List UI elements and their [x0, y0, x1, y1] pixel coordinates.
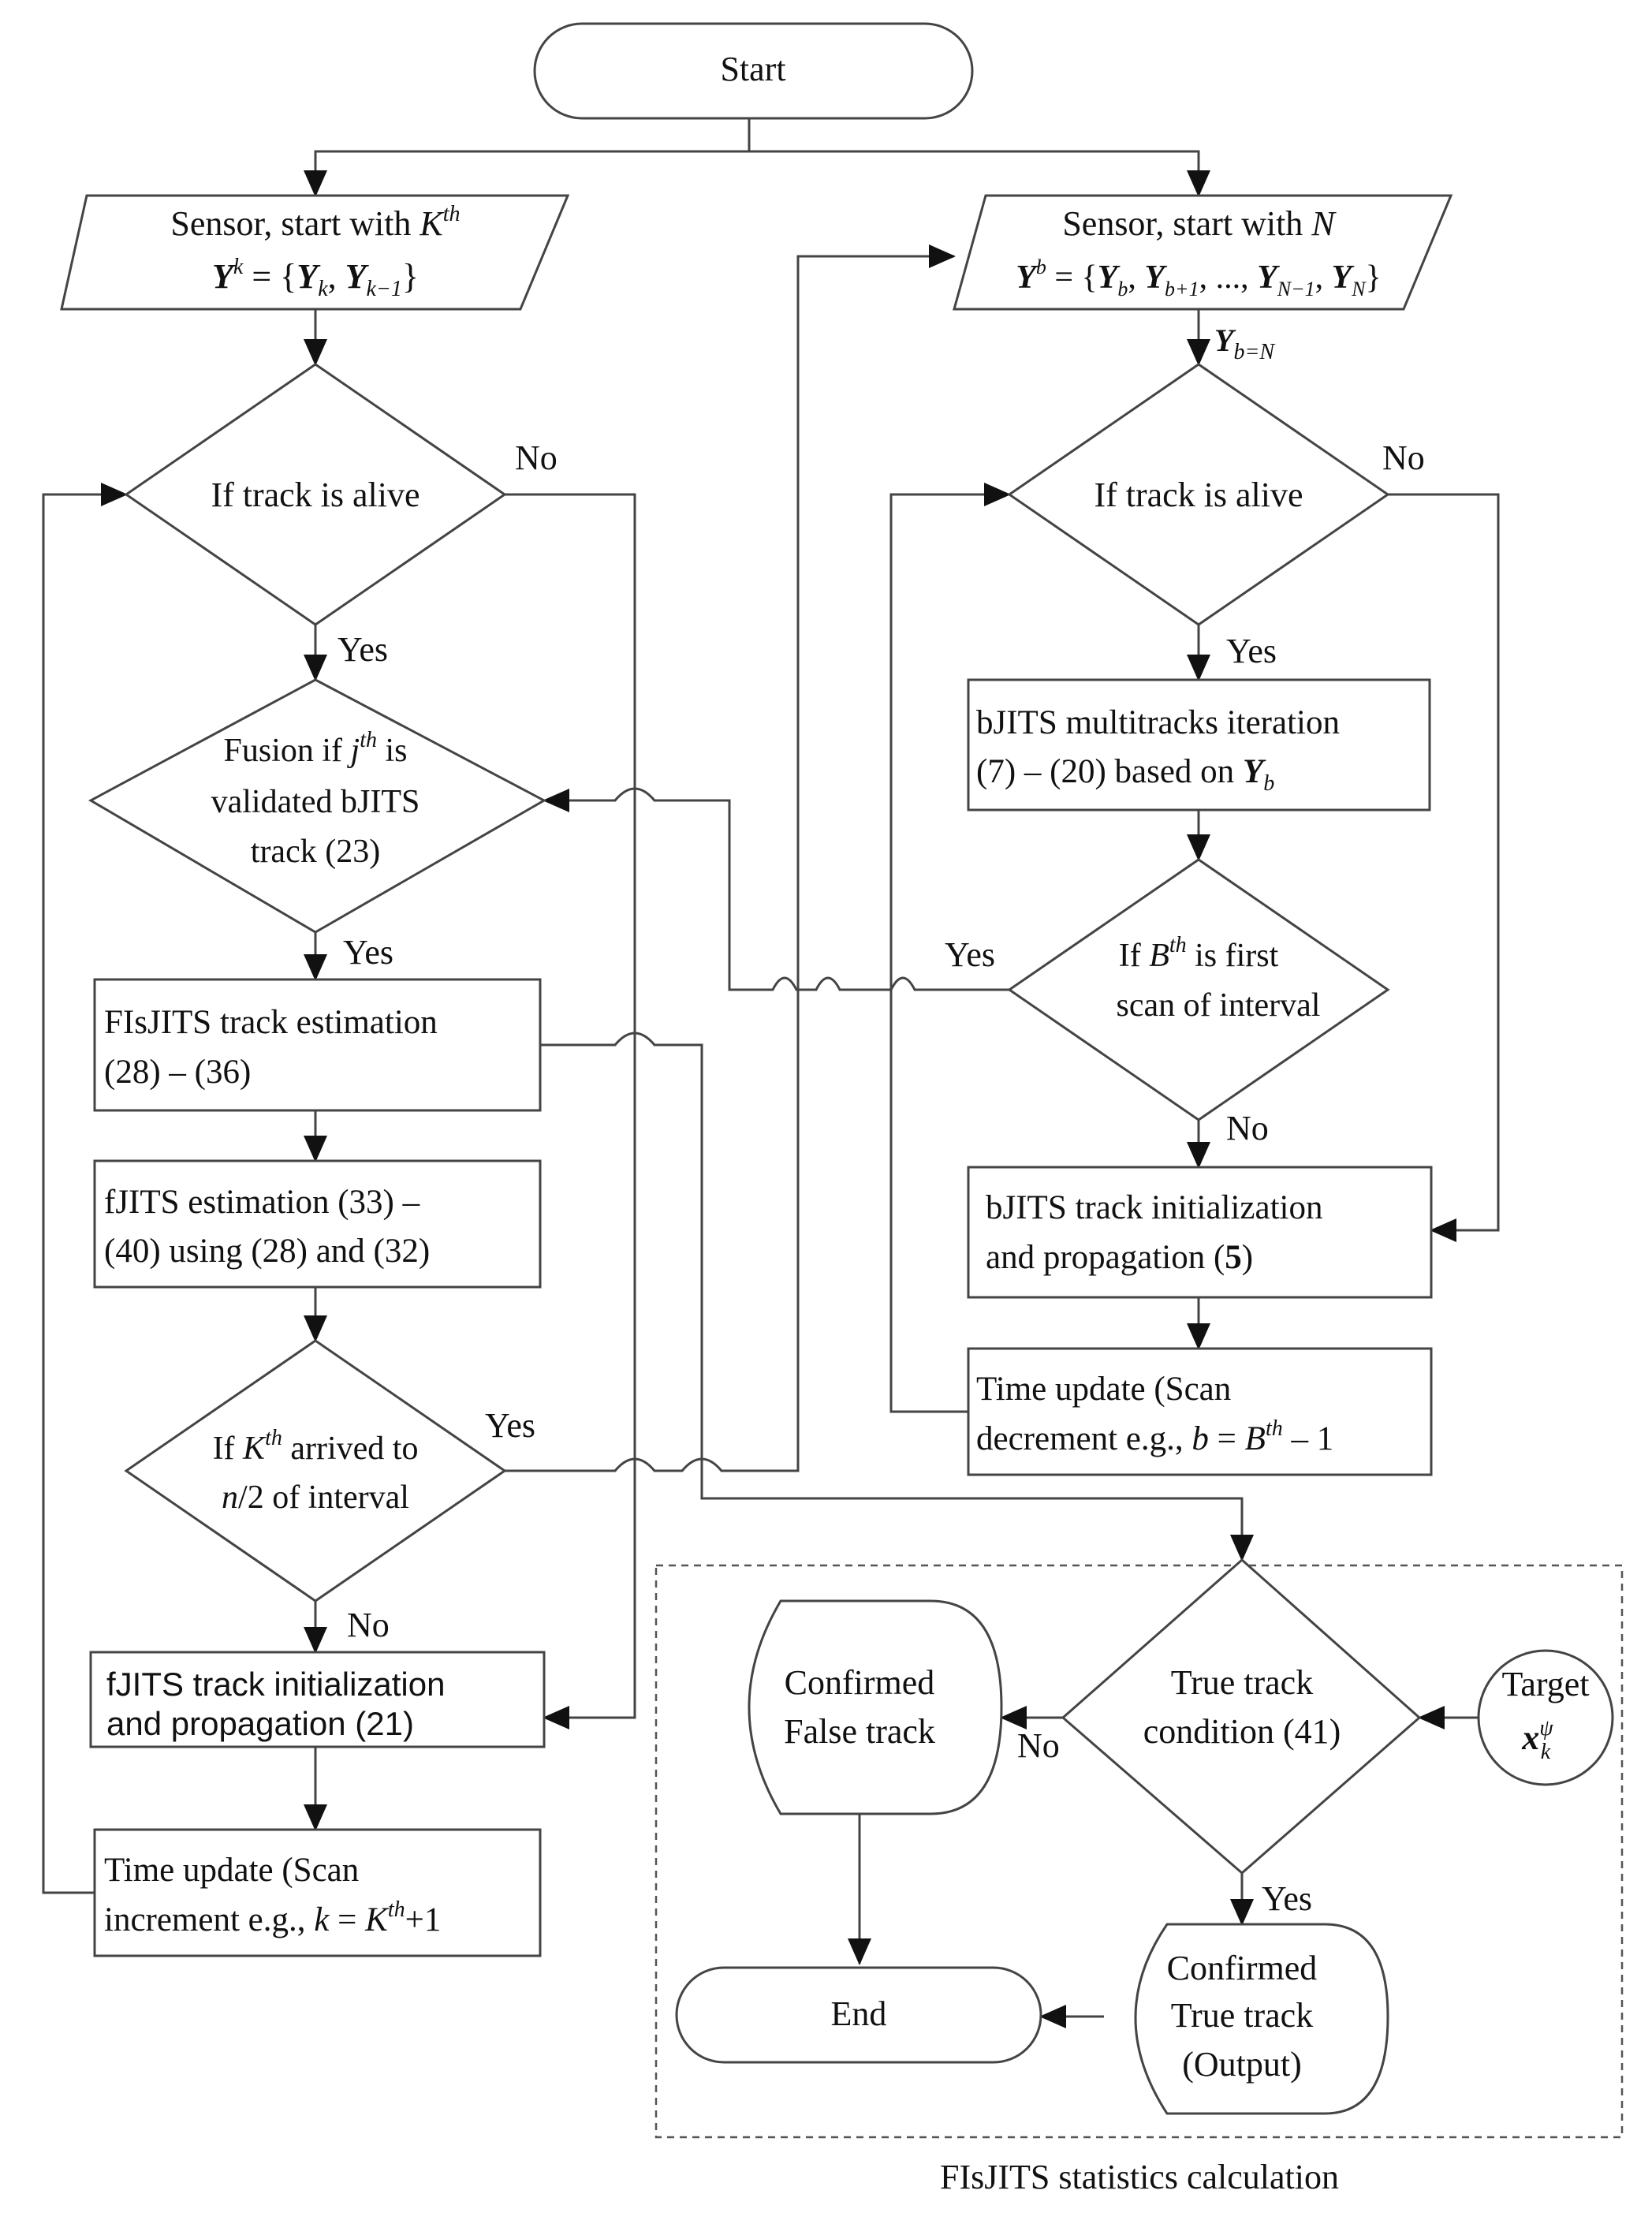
right-alive-label: If track is alive: [1094, 476, 1303, 514]
edge-bfirst-yes: [543, 787, 1009, 991]
fisjits-line1: FIsJITS track estimation: [104, 1004, 438, 1041]
b-first-line1: If Bth is first: [1119, 933, 1279, 974]
left-sensor-node: Sensor, start with Kth Yk = {Yk, Yk−1}: [60, 194, 570, 311]
right-sensor-line1: Sensor, start with N: [1062, 204, 1337, 243]
true-track-line3: (Output): [1182, 2045, 1302, 2084]
left-sensor-line1: Sensor, start with Kth: [170, 202, 460, 243]
true-cond-line1: True track: [1171, 1663, 1313, 1702]
fjits-est-line1: fJITS estimation (33) –: [104, 1184, 420, 1221]
bjits-init-box: bJITS track initialization and propagati…: [967, 1166, 1433, 1299]
edge-left-loop: [42, 483, 128, 1894]
connectors: [42, 118, 1500, 2028]
stats-group-caption: FIsJITS statistics calculation: [940, 2158, 1339, 2196]
fisjits-estimation-box: FIsJITS track estimation (28) – (36): [93, 978, 542, 1112]
fusion-line1: Fusion if jth is: [224, 728, 408, 769]
left-time-update-box: Time update (Scan increment e.g., k = Kt…: [93, 1828, 542, 1957]
edge-left-alive-no: [505, 493, 636, 1729]
label-right-alive-no: No: [1382, 438, 1425, 477]
fjits-init-line2: and propagation (21): [106, 1705, 414, 1742]
true-condition-decision: True track condition (41): [1061, 1558, 1422, 1875]
right-time-update-box: Time update (Scan decrement e.g., b = Bt…: [967, 1347, 1433, 1476]
label-karrived-no: No: [347, 1606, 390, 1644]
target-line1: Target: [1502, 1665, 1590, 1703]
true-cond-line2: condition (41): [1143, 1712, 1341, 1751]
stats-group-border: [654, 1564, 1624, 2139]
label-karrived-yes: Yes: [485, 1406, 535, 1445]
edge-start-right-sensor: [749, 150, 1210, 197]
true-track-line1: Confirmed: [1167, 1949, 1318, 1987]
left-alive-decision: If track is alive: [124, 363, 507, 626]
left-time-line1: Time update (Scan: [104, 1852, 359, 1889]
label-cond-yes: Yes: [1262, 1879, 1312, 1918]
bjits-iter-line2: (7) – (20) based on Yb: [976, 753, 1274, 796]
k-arrived-decision: If Kth arrived to n/2 of interval: [124, 1339, 507, 1603]
label-left-alive-no: No: [515, 438, 558, 477]
fjits-init-line1: fJITS track initialization: [106, 1666, 445, 1703]
k-arrived-line2: n/2 of interval: [222, 1479, 409, 1516]
start-label: Start: [720, 50, 785, 88]
bjits-init-line1: bJITS track initialization: [986, 1189, 1323, 1226]
true-track-node: Confirmed True track (Output): [1134, 1923, 1389, 2115]
fusion-line2: validated bJITS: [211, 784, 420, 820]
right-sensor-node: Sensor, start with N Yb = {Yb, Yb+1, ...…: [953, 194, 1453, 311]
right-sensor-line2: Yb = {Yb, Yb+1, ..., YN−1, YN}: [1016, 256, 1382, 300]
edge-start-left-sensor: [304, 118, 751, 197]
label-bfirst-no: No: [1226, 1109, 1269, 1147]
fusion-decision: Fusion if jth is validated bJITS track (…: [88, 678, 547, 934]
start-node: Start: [533, 22, 974, 120]
k-arrived-line1: If Kth arrived to: [213, 1426, 419, 1467]
label-bfirst-yes: Yes: [945, 935, 995, 974]
fjits-init-box: fJITS track initialization and propagati…: [89, 1651, 546, 1748]
fusion-line3: track (23): [251, 834, 380, 870]
false-track-line2: False track: [784, 1712, 935, 1751]
true-track-line2: True track: [1171, 1996, 1313, 2035]
fjits-est-line2: (40) using (28) and (32): [104, 1233, 430, 1270]
left-alive-label: If track is alive: [211, 476, 420, 514]
right-alive-decision: If track is alive: [1007, 363, 1390, 626]
bjits-iteration-box: bJITS multitracks iteration (7) – (20) b…: [967, 678, 1431, 812]
edge-right-loop: [889, 483, 1011, 1413]
edge-labels: No Yes Yes Yes No No Yes Yes No No Yes: [337, 438, 1425, 1918]
b-first-line2: scan of interval: [1117, 987, 1321, 1024]
label-right-alive-yes: Yes: [1226, 632, 1277, 670]
false-track-line1: Confirmed: [785, 1663, 935, 1702]
bjits-init-line2: and propagation (5): [986, 1239, 1253, 1276]
edge-fisjits-stats: [540, 1032, 1254, 1561]
yb-label: Yb=N: [1214, 323, 1275, 364]
bjits-iter-line1: bJITS multitracks iteration: [976, 704, 1340, 741]
label-left-alive-yes: Yes: [337, 630, 388, 669]
fjits-estimation-box: fJITS estimation (33) – (40) using (28) …: [93, 1159, 542, 1289]
right-time-line2: decrement e.g., b = Bth – 1: [976, 1416, 1333, 1457]
edge-right-alive-no: [1388, 493, 1500, 1242]
false-track-node: Confirmed False track: [748, 1599, 1003, 1815]
label-cond-no: No: [1017, 1726, 1060, 1765]
right-time-line1: Time update (Scan: [976, 1371, 1231, 1408]
left-time-line2: increment e.g., k = Kth+1: [104, 1897, 441, 1938]
end-node: End: [675, 1966, 1042, 2064]
end-label: End: [831, 1994, 887, 2033]
edge-karrived-yes: [505, 244, 956, 1472]
fisjits-line2: (28) – (36): [104, 1054, 251, 1091]
b-first-decision: If Bth is first scan of interval: [1007, 858, 1390, 1121]
label-fusion-yes: Yes: [343, 933, 393, 972]
left-sensor-line2: Yk = {Yk, Yk−1}: [212, 255, 419, 301]
